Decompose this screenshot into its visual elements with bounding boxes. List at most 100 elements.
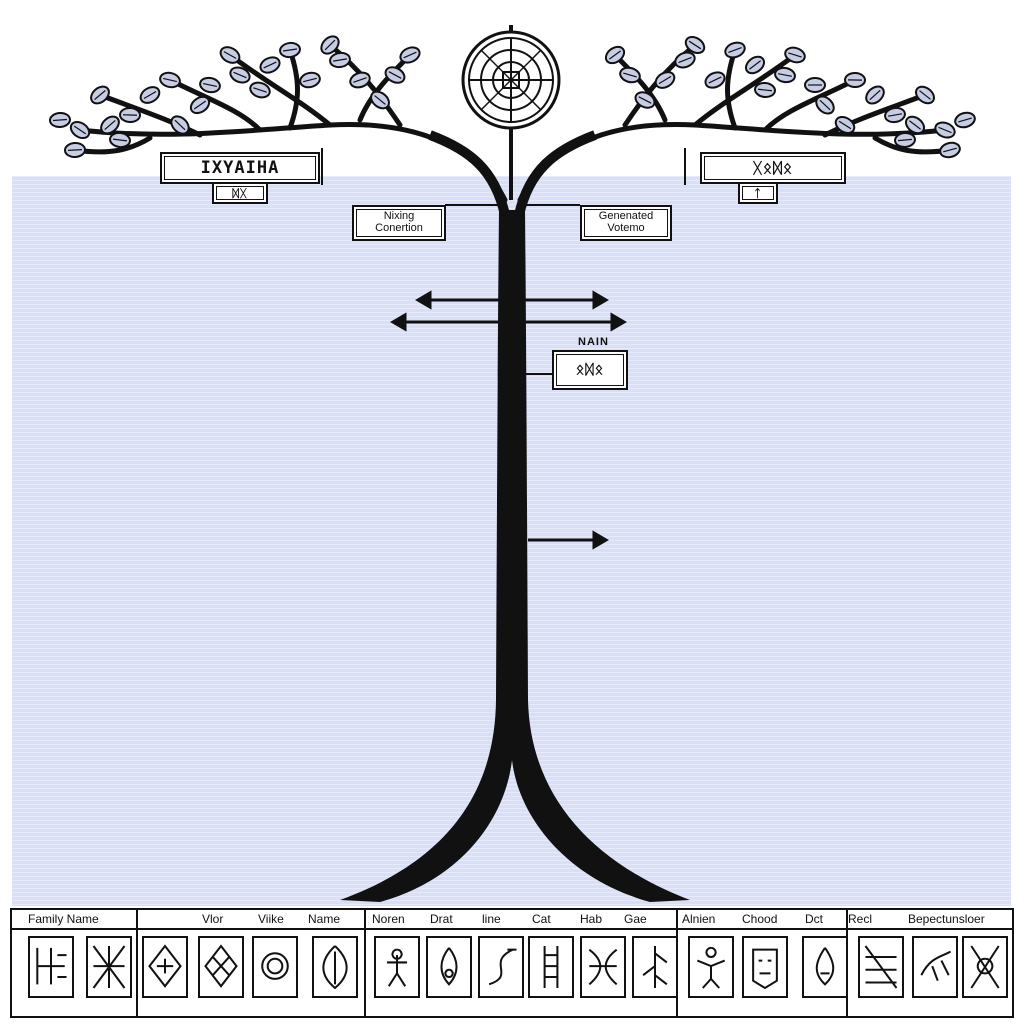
diamond-eye-glyph-icon: [142, 936, 188, 998]
lattice-slash-glyph-icon: [858, 936, 904, 998]
flame-glyph-icon: [426, 936, 472, 998]
leaf-vein: [869, 89, 881, 101]
leaf-vein: [324, 39, 336, 51]
leaf-vein: [193, 100, 207, 110]
leaf-vein: [658, 75, 672, 85]
leaf-vein: [909, 120, 921, 130]
legend-header: Drat: [430, 912, 453, 926]
group-divider: [136, 910, 138, 1016]
legend-header: Chood: [742, 912, 778, 926]
leaf-vein: [897, 138, 913, 142]
ladder-glyph-icon: [528, 936, 574, 998]
leaf-vein: [388, 71, 402, 79]
leaf-vein: [112, 138, 128, 142]
right-canopy: [517, 42, 953, 203]
trunk-fork-left: [428, 130, 510, 217]
leaf-vein: [282, 48, 298, 52]
leaf-vein: [838, 120, 852, 130]
generated-volume-label: Genenated Votemo: [580, 205, 672, 241]
small-rune-box: ᛟᛞᛟ: [552, 350, 628, 390]
mixing-line-1: Nixing: [383, 210, 415, 222]
leaf-vein: [67, 149, 83, 151]
leaf-vein: [353, 77, 367, 83]
legend-glyph-row: [12, 930, 1012, 1016]
drop-glyph-icon: [802, 936, 848, 998]
leaf-vein: [708, 76, 722, 84]
bird-glyph-icon: [912, 936, 958, 998]
leaf-vein: [143, 90, 157, 100]
legend-header: Alnien: [682, 912, 716, 926]
leaf-vein: [938, 126, 952, 134]
leaf-vein: [263, 61, 277, 69]
spiral-glyph-icon: [252, 936, 298, 998]
leaf-vein: [819, 99, 831, 111]
leaf-vein: [728, 47, 742, 53]
legend-header: line: [482, 912, 501, 926]
leaf-vein: [52, 118, 68, 122]
legend-header: Vlor: [202, 912, 224, 926]
leaf-vein: [303, 77, 317, 83]
generated-line-1: Genenated: [598, 210, 654, 222]
left-rune-label: IXYAIHA: [160, 152, 320, 184]
mixing-generation-label: Nixing Conertion: [352, 205, 446, 241]
leaf-vein: [608, 50, 622, 60]
leaf-vein: [943, 147, 957, 153]
legend-footer: Family Name Vlor Viike Name Noren Drat line Cat…: [10, 908, 1014, 1018]
leaves: [49, 35, 976, 159]
leaf-vein: [163, 77, 177, 83]
leaf-vein: [233, 71, 247, 79]
leaf-vein: [888, 113, 902, 117]
leaf-vein: [688, 40, 702, 50]
trunk-fork-right: [514, 130, 597, 217]
leaf-vein: [174, 119, 186, 131]
leaf-vein: [374, 95, 386, 105]
arrows: [390, 290, 627, 550]
legend-header: Gae: [624, 912, 647, 926]
leaf-vein: [332, 58, 348, 62]
leaf-vein: [403, 51, 417, 59]
generated-line-2: Votemo: [607, 222, 645, 234]
leaf-vein: [788, 52, 802, 58]
legend-header: Recl: [848, 912, 873, 926]
small-tag-label: NAIN: [578, 336, 609, 348]
leaf-vein: [919, 90, 931, 100]
group-divider: [676, 910, 678, 1016]
legend-header-row: Family Name Vlor Viike Name Noren Drat line Cat…: [12, 910, 1012, 930]
legend-header: Bepectunsloer: [908, 912, 985, 926]
leaf-vein: [104, 119, 116, 131]
medallion-icon: [461, 30, 561, 130]
serpent-glyph-icon: [478, 936, 524, 998]
group-divider: [364, 910, 366, 1016]
legend-header: Family Name: [28, 912, 99, 926]
legend-header: Name: [308, 912, 341, 926]
right-rune-label: ᚷᛟᛞᛟ: [700, 152, 846, 184]
leaf-vein: [253, 87, 267, 93]
mask-glyph-icon: [742, 936, 788, 998]
knot-cross-glyph-icon: [962, 936, 1008, 998]
leaf-vein: [958, 117, 972, 123]
trunk: [340, 210, 690, 902]
connectors: [321, 148, 686, 375]
leaf-vein: [203, 82, 217, 88]
legend-header: Viike: [258, 912, 284, 926]
cross-knot-glyph-icon: [28, 936, 74, 998]
leaf-vein: [678, 56, 692, 64]
figure-glyph-icon: [374, 936, 420, 998]
leaf-vein: [757, 88, 773, 92]
legend-header: Noren: [372, 912, 405, 926]
lattice-glyph-icon: [86, 936, 132, 998]
diamond-x-glyph-icon: [198, 936, 244, 998]
left-rune-sublabel: ᛞᚷ: [212, 182, 268, 204]
leaf-vein: [73, 125, 87, 135]
leaf-vein: [94, 90, 106, 100]
leaf-vein: [623, 72, 637, 78]
legend-header: Cat: [532, 912, 551, 926]
right-rune-sublabel: ᛏ: [738, 182, 778, 204]
figure-arms-glyph-icon: [688, 936, 734, 998]
group-divider: [846, 910, 848, 1016]
leaf-vein: [638, 96, 652, 104]
legend-header: Dct: [805, 912, 823, 926]
leaf-vein: [778, 73, 792, 77]
